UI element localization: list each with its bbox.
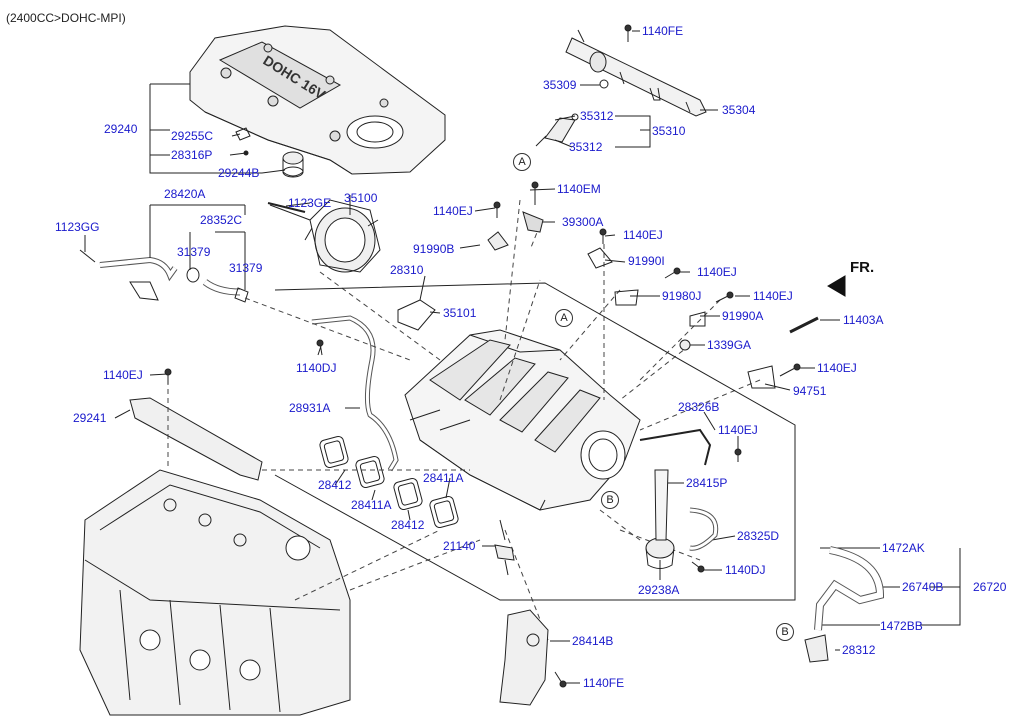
front-arrow-icon <box>827 275 846 297</box>
part-label[interactable]: 29238A <box>638 583 680 597</box>
bracket-28414b-drawing <box>499 609 549 706</box>
part-label[interactable]: 91990B <box>413 242 455 256</box>
part-label[interactable]: 29240 <box>104 122 138 136</box>
part-label[interactable]: 35310 <box>652 124 686 138</box>
part-label[interactable]: 28931A <box>289 401 331 415</box>
part-label[interactable]: 94751 <box>793 384 827 398</box>
part-label[interactable]: 39300A <box>562 215 604 229</box>
bracket-drawing <box>235 127 251 141</box>
front-direction-label: FR. <box>850 259 875 276</box>
gasket-35101-drawing <box>397 299 436 331</box>
part-label[interactable]: 26740B <box>902 580 944 594</box>
part-label[interactable]: 35309 <box>543 78 577 92</box>
manifold-frame <box>274 282 796 601</box>
part-label[interactable]: 28316P <box>171 148 213 162</box>
part-label[interactable]: 1472BB <box>880 619 923 633</box>
part-label[interactable]: 35304 <box>722 103 756 117</box>
fitting-28312-drawing <box>804 634 829 663</box>
heat-shield-drawing <box>129 397 263 481</box>
part-label[interactable]: 1140DJ <box>296 361 337 375</box>
part-label[interactable]: 1140FE <box>583 676 625 690</box>
part-label[interactable]: 28411A <box>423 471 464 485</box>
part-label[interactable]: 1140EJ <box>623 228 663 242</box>
part-label[interactable]: 28352C <box>200 213 243 227</box>
part-label[interactable]: 35101 <box>443 306 477 320</box>
part-label[interactable]: 1140EJ <box>433 204 473 218</box>
part-label[interactable]: 35312 <box>580 109 614 123</box>
fuel-rail-drawing <box>565 29 707 117</box>
part-label[interactable]: 11403A <box>843 313 884 327</box>
part-label[interactable]: 1140EJ <box>697 265 737 279</box>
part-label[interactable]: 29241 <box>73 411 107 425</box>
part-label[interactable]: 1140FE <box>642 24 684 38</box>
intake-gaskets-drawing <box>319 435 459 529</box>
leader-lines <box>84 30 961 684</box>
actuator-drawing <box>639 428 719 569</box>
part-label[interactable]: 1140EJ <box>753 289 793 303</box>
part-label[interactable]: 35312 <box>569 140 603 154</box>
part-label[interactable]: 31379 <box>177 245 211 259</box>
part-label[interactable]: 1140EJ <box>718 423 758 437</box>
part-label[interactable]: 91990I <box>628 254 665 268</box>
part-label[interactable]: 29255C <box>171 129 214 143</box>
part-label[interactable]: 21140 <box>443 539 476 553</box>
part-label[interactable]: 28326B <box>678 400 720 414</box>
part-label[interactable]: 1140EJ <box>103 368 143 382</box>
part-label[interactable]: 28412 <box>391 518 425 532</box>
part-label[interactable]: 35100 <box>344 191 378 205</box>
ref-marker-a: A <box>513 153 531 171</box>
part-label[interactable]: 28411A <box>351 498 392 512</box>
part-label[interactable]: 28415P <box>686 476 728 490</box>
part-label[interactable]: 28325D <box>737 529 780 543</box>
part-label[interactable]: 28310 <box>390 263 424 277</box>
bolt-drawings <box>164 24 819 688</box>
intake-manifold-drawing <box>404 329 641 511</box>
ref-marker-a: A <box>555 309 573 327</box>
part-label[interactable]: 91980J <box>662 289 702 303</box>
part-label[interactable]: 28414B <box>572 634 614 648</box>
ref-marker-b: B <box>601 491 619 509</box>
ref-marker-b: B <box>776 623 794 641</box>
part-label[interactable]: 1123GE <box>288 196 332 210</box>
cylinder-head-drawing <box>79 469 351 716</box>
breather-hose-drawing <box>79 249 249 303</box>
part-label[interactable]: 28420A <box>164 187 206 201</box>
part-label[interactable]: 1140DJ <box>725 563 766 577</box>
throttle-body-drawing <box>269 199 381 273</box>
part-label[interactable]: 1472AK <box>882 541 925 555</box>
part-label[interactable]: 26720 <box>973 580 1007 594</box>
part-label[interactable]: 1123GG <box>55 220 100 234</box>
part-label[interactable]: 28412 <box>318 478 352 492</box>
engine-cover-drawing <box>189 25 446 175</box>
grommet-drawing <box>282 151 304 178</box>
part-label[interactable]: 31379 <box>229 261 263 275</box>
part-label[interactable]: 1140EM <box>557 182 601 196</box>
header-text: (2400CC>DOHC-MPI) <box>6 11 126 25</box>
part-label[interactable]: 1140EJ <box>817 361 857 375</box>
part-label[interactable]: 91990A <box>722 309 764 323</box>
part-label[interactable]: 1339GA <box>707 338 752 352</box>
part-label[interactable]: 28312 <box>842 643 876 657</box>
part-label[interactable]: 29244B <box>218 166 260 180</box>
